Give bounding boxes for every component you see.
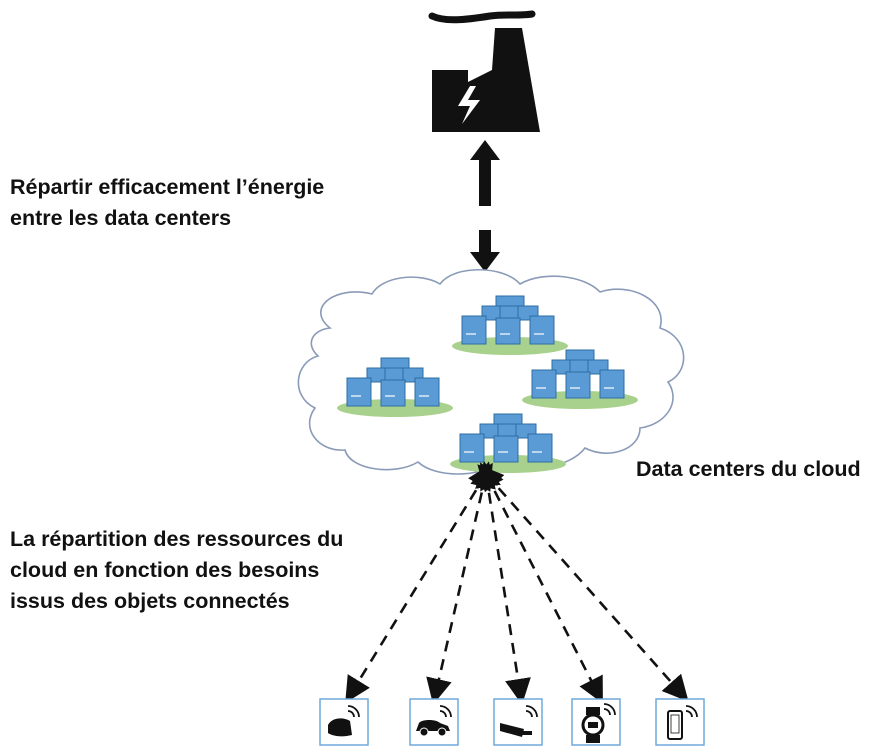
smartphone-icon bbox=[655, 698, 705, 746]
cloud-data-centers-label-text: Data centers du cloud bbox=[636, 457, 861, 481]
resource-allocation-label-line: cloud en fonction des besoins bbox=[10, 558, 320, 582]
energy-distribution-label-line: entre les data centers bbox=[10, 206, 232, 230]
smartwatch-icon bbox=[571, 698, 621, 746]
power-plant-icon bbox=[428, 10, 540, 132]
cloud-shape bbox=[297, 268, 685, 475]
resource-allocation-label: La répartition des ressources du cloud e… bbox=[10, 524, 343, 617]
security-camera-icon bbox=[493, 698, 543, 746]
arrow-up-to-power-plant bbox=[470, 140, 500, 206]
energy-distribution-label: Répartir efficacement l’énergie entre le… bbox=[10, 172, 324, 234]
connected-devices bbox=[319, 698, 705, 746]
connected-car-icon bbox=[409, 698, 459, 746]
dashed-arrow bbox=[480, 462, 603, 704]
vr-headset-icon bbox=[319, 698, 369, 746]
resource-allocation-label-line: La répartition des ressources du bbox=[10, 527, 344, 551]
dashed-arrow bbox=[426, 461, 496, 705]
cloud-data-centers-label: Data centers du cloud bbox=[636, 454, 861, 485]
dashed-arrow bbox=[345, 462, 493, 704]
energy-exchange-arrows bbox=[470, 140, 500, 272]
resource-allocation-label-line: issus des objets connectés bbox=[10, 589, 290, 613]
device-connection-arrows bbox=[345, 461, 689, 705]
arrow-down-to-cloud bbox=[470, 230, 500, 272]
dashed-arrow bbox=[477, 464, 689, 702]
energy-distribution-label-line: Répartir efficacement l’énergie bbox=[10, 175, 325, 199]
